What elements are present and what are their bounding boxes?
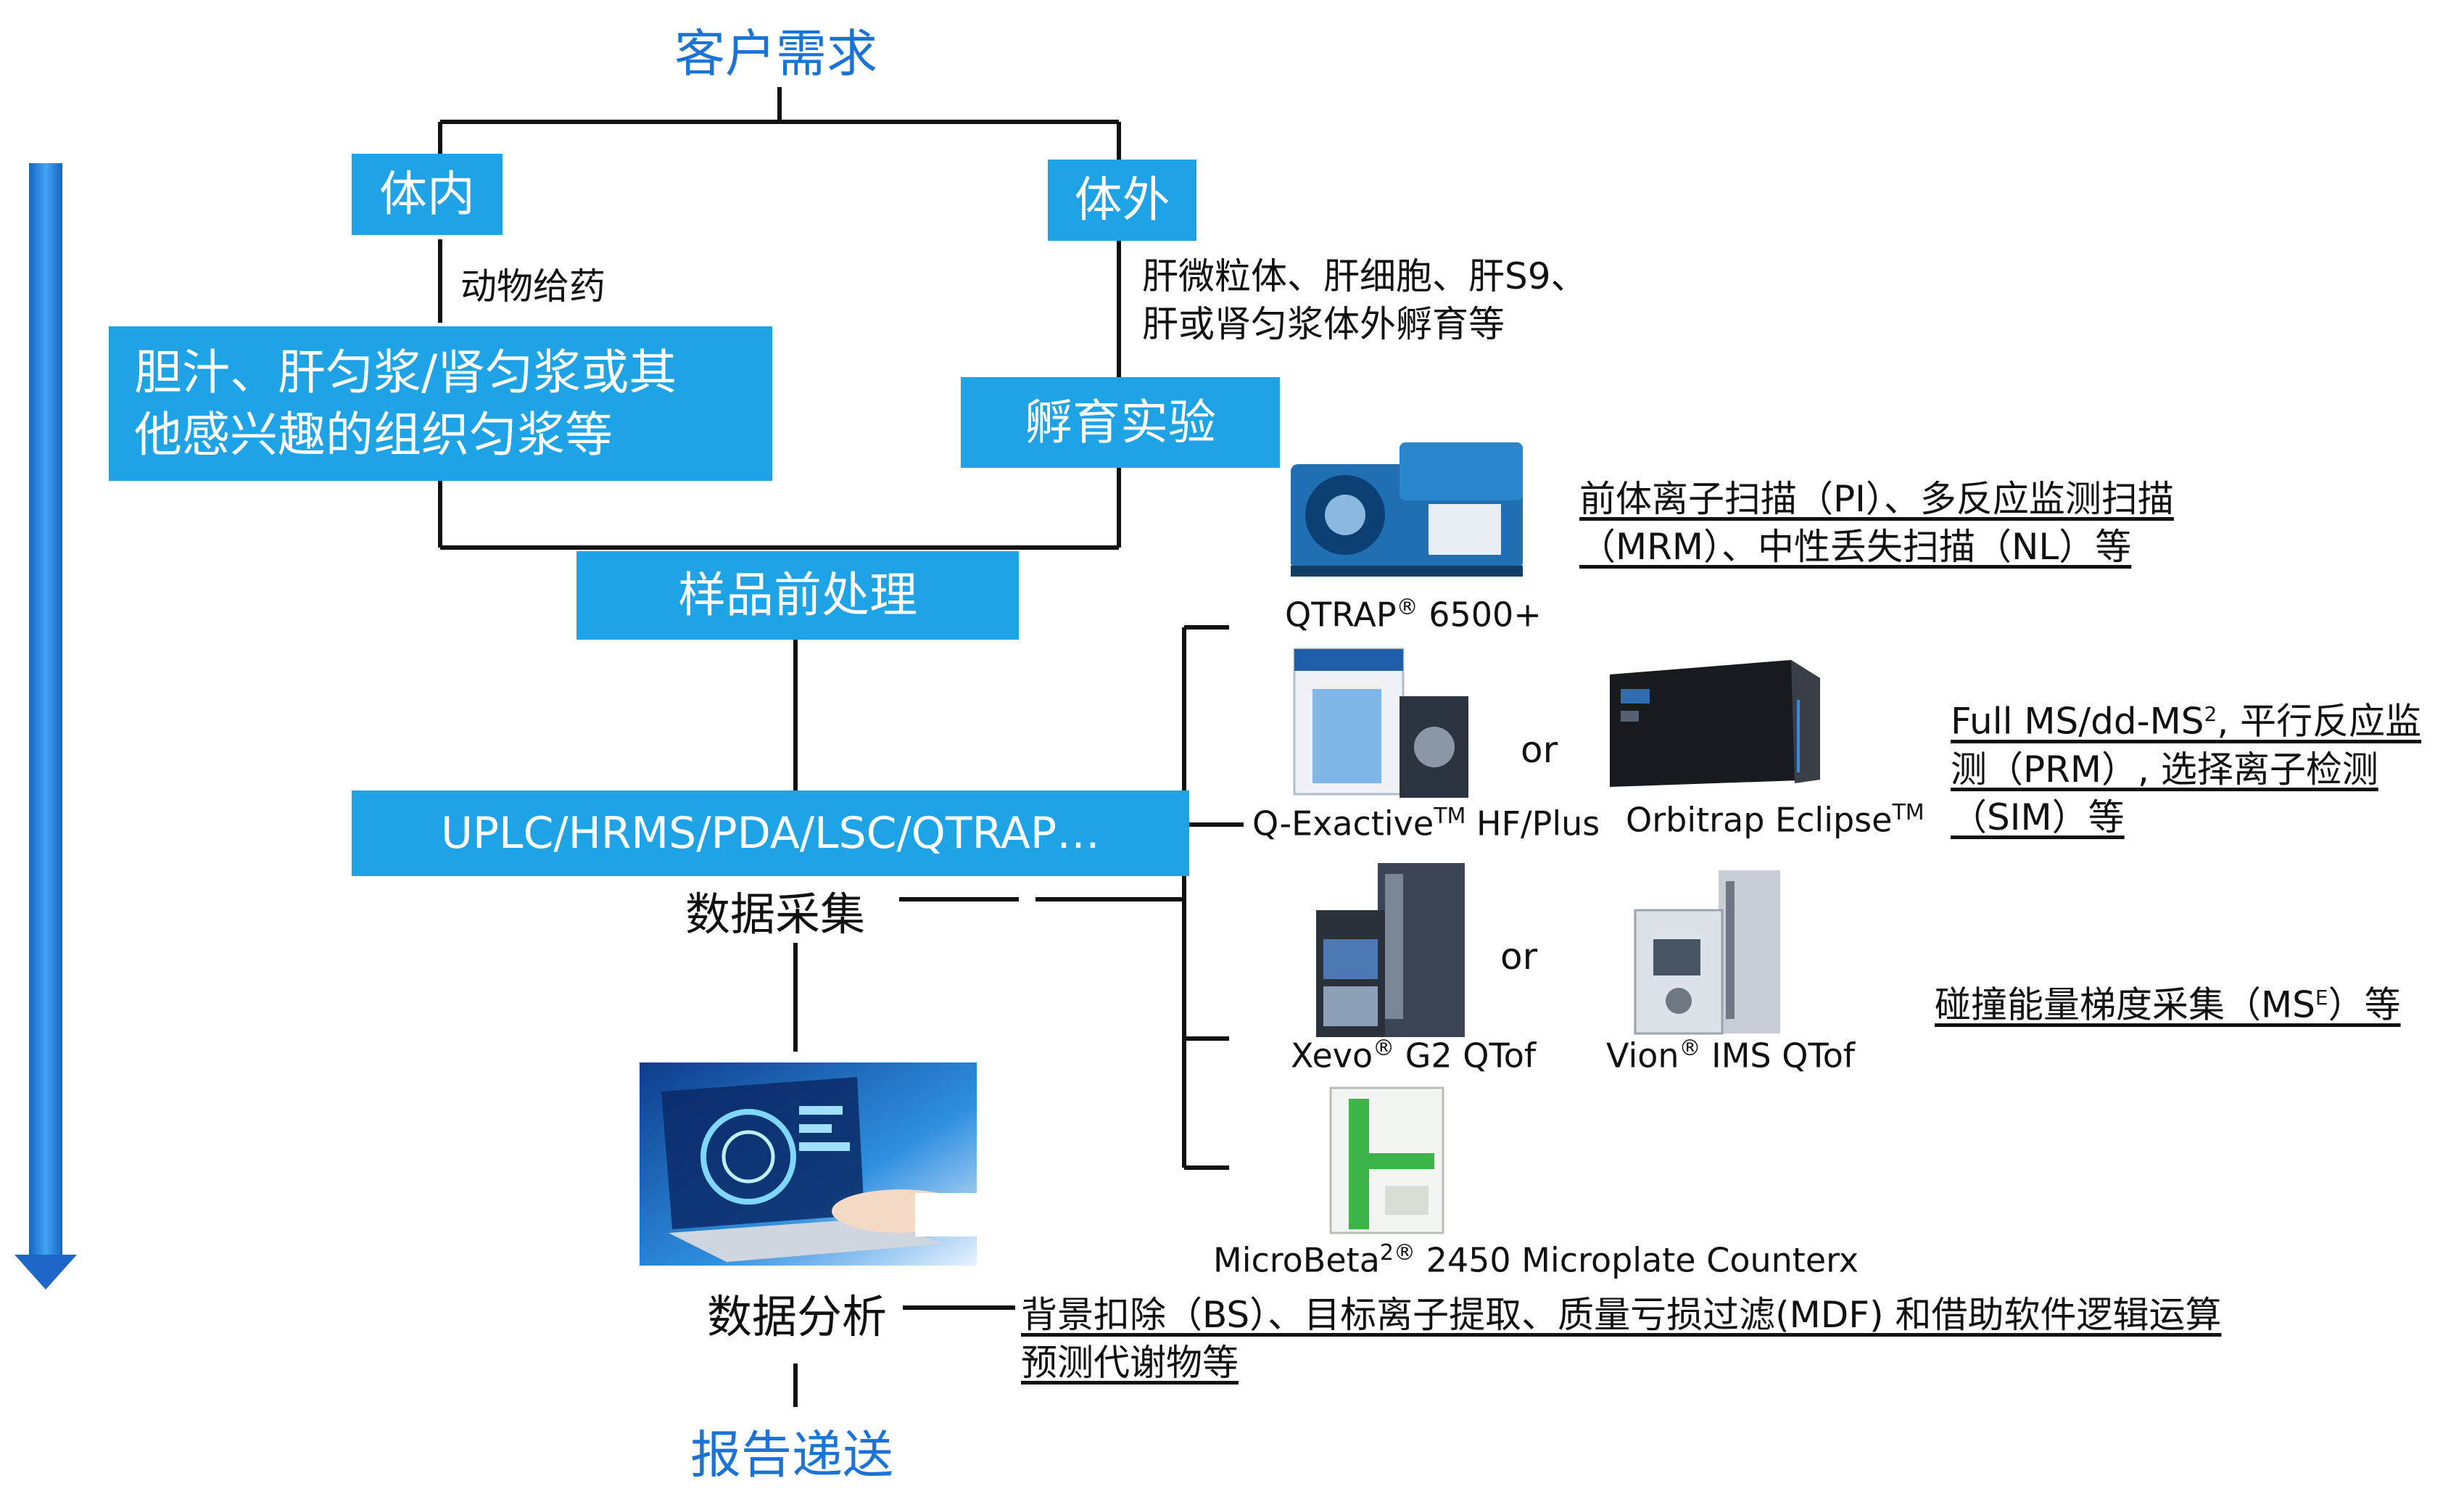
qtrap-caption: QTRAP® 6500+ [1285,595,1542,634]
acquisition-label: 数据采集 [685,888,866,941]
invitro-note-line-2: 肝或肾匀浆体外孵育等 [1142,303,1505,345]
orbitrap-methods-line-1b: , 平行反应监 [2217,700,2422,743]
invivo-sample-line-1: 胆汁、肝匀浆/肾匀浆或其 [134,344,677,400]
microbeta-name: MicroBeta [1213,1240,1380,1280]
xevo-reg-mark: ® [1373,1036,1395,1061]
invitro-note: 肝微粒体、肝细胞、肝S9、 肝或肾匀浆体外孵育等 [1142,252,1587,348]
qexactive-name: Q-Exactive [1252,804,1434,843]
orbitrap-methods-line-1a: Full MS/dd-MS [1951,700,2204,743]
pretreatment-label: 样品前处理 [678,567,917,623]
microbeta-caption: MicroBeta2® 2450 Microplate Counterx [1213,1240,1859,1279]
vion-reg-mark: ® [1679,1036,1701,1061]
qtof-methods-b: ）等 [2328,983,2401,1026]
flow-connectors [438,87,1244,1407]
orbitrap-instrument-image [1603,656,1827,793]
qtof-methods-a: 碰撞能量梯度采集（MS [1935,983,2315,1026]
pretreatment-box: 样品前处理 [576,551,1019,640]
orbitrap-caption: Orbitrap EclipseTM [1626,800,1925,839]
vion-model: IMS QTof [1700,1036,1856,1076]
orbitrap-methods-line-3: （SIM）等 [1951,796,2125,838]
xevo-name: Xevo [1291,1036,1373,1076]
orbitrap-methods-sup: 2 [2204,702,2217,726]
orbitrap-tm-mark: TM [1892,800,1925,825]
microbeta-sup-mark: 2® [1379,1240,1415,1266]
qtrap-methods-line-1: 前体离子扫描（PI）、多反应监测扫描 [1579,478,2174,520]
incubation-label: 孵育实验 [1025,394,1216,450]
invivo-label: 体内 [379,166,475,222]
data-analysis-image [640,1062,977,1266]
or-separator-2: or [1500,936,1538,978]
analysis-methods-line-2: 预测代谢物等 [1021,1342,1239,1384]
analysis-label: 数据分析 [707,1290,888,1343]
microbeta-instrument-image [1327,1084,1447,1239]
qtof-methods-sup: E [2315,986,2328,1010]
qtrap-methods: 前体离子扫描（PI）、多反应监测扫描 （MRM）、中性丢失扫描（NL）等 [1579,475,2174,571]
qtrap-methods-line-2: （MRM）、中性丢失扫描（NL）等 [1579,526,2132,568]
orbitrap-name: Orbitrap Eclipse [1626,800,1893,840]
qexactive-model: HF/Plus [1465,804,1600,843]
customer-demand-title: 客户需求 [674,24,877,83]
qtrap-name: QTRAP [1285,595,1397,635]
report-delivery-title: 报告递送 [690,1425,893,1485]
qexactive-instrument-image [1291,638,1472,804]
vion-caption: Vion® IMS QTof [1606,1036,1855,1075]
platform-box: UPLC/HRMS/PDA/LSC/QTRAP… [352,791,1189,876]
qexactive-caption: Q-ExactiveTM HF/Plus [1252,804,1600,843]
qexactive-tm-mark: TM [1434,804,1466,829]
qtrap-reg-mark: ® [1396,595,1418,620]
microbeta-model: 2450 Microplate Counterx [1415,1240,1859,1280]
invivo-box: 体内 [352,154,503,235]
progress-arrow [15,163,77,1290]
qtrap-instrument-image [1283,435,1530,583]
invitro-note-line-1: 肝微粒体、肝细胞、肝S9、 [1142,255,1587,297]
orbitrap-methods-line-1: Full MS/dd-MS2, 平行反应监 [1951,690,2421,746]
xevo-caption: Xevo® G2 QTof [1291,1036,1536,1075]
vion-instrument-image [1632,867,1784,1040]
vion-name: Vion [1606,1036,1679,1076]
analysis-methods: 背景扣除（BS）、目标离子提取、质量亏损过滤(MDF) 和借助软件逻辑运算 预测… [1021,1291,2221,1387]
orbitrap-methods-line-2: 测（PRM）, 选择离子检测 [1951,748,2378,791]
qtrap-model: 6500+ [1418,595,1542,635]
invivo-sample-box: 胆汁、肝匀浆/肾匀浆或其 他感兴趣的组织匀浆等 [109,326,772,481]
invitro-label: 体外 [1074,172,1170,228]
analysis-methods-line-1: 背景扣除（BS）、目标离子提取、质量亏损过滤(MDF) 和借助软件逻辑运算 [1021,1294,2222,1336]
qtof-methods: 碰撞能量梯度采集（MSE）等 [1935,974,2401,1029]
or-separator-1: or [1521,729,1558,771]
xevo-instrument-image [1312,859,1468,1044]
platform-label: UPLC/HRMS/PDA/LSC/QTRAP… [440,808,1101,859]
incubation-box: 孵育实验 [961,377,1280,468]
invivo-sample-line-2: 他感兴趣的组织匀浆等 [134,406,613,463]
invivo-note: 动物给药 [460,265,605,308]
invitro-box: 体外 [1048,160,1196,241]
orbitrap-methods: Full MS/dd-MS2, 平行反应监 测（PRM）, 选择离子检测 （SI… [1951,690,2421,841]
xevo-model: G2 QTof [1394,1036,1537,1076]
